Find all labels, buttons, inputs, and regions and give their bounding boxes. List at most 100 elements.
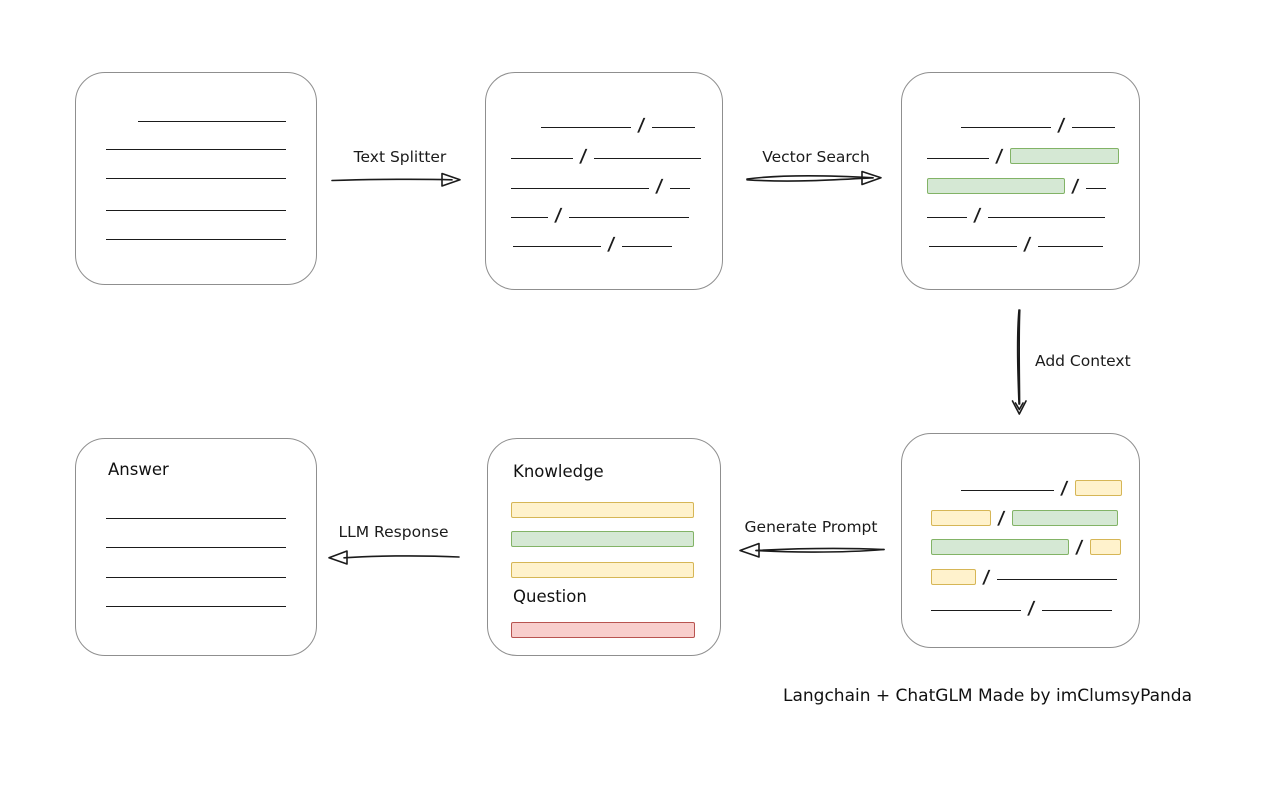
chunk-row: /	[513, 227, 672, 255]
slash-separator: /	[606, 234, 616, 255]
split-chunks-box: / / / / /	[485, 72, 723, 290]
chunk-row: Knowledge	[513, 461, 604, 481]
chunk-row	[106, 558, 286, 578]
chunk-row: /	[511, 169, 690, 197]
slash-separator: /	[981, 567, 991, 588]
text-line	[961, 490, 1054, 491]
text-line	[568, 217, 689, 218]
chunk-row: /	[961, 471, 1122, 499]
llm-response-arrow-label: LLM Response	[338, 523, 449, 541]
green-chunk-bar	[511, 531, 694, 547]
chunk-row	[106, 528, 286, 548]
yellow-chunk-bar	[511, 562, 694, 578]
text-line	[106, 577, 286, 578]
text-line	[927, 158, 989, 159]
text-line	[1041, 610, 1112, 611]
green-chunk-bar	[927, 178, 1065, 194]
text-line	[621, 246, 672, 247]
slash-separator: /	[1026, 598, 1036, 619]
context-chunks-box: / / / / /	[901, 433, 1140, 648]
text-line	[513, 246, 601, 247]
chunk-row	[106, 587, 286, 607]
text-splitter-arrow-label: Text Splitter	[353, 148, 447, 166]
chunk-row: /	[931, 530, 1121, 558]
green-chunk-bar	[1009, 148, 1119, 164]
chunk-row	[106, 191, 286, 211]
text-line	[929, 246, 1017, 247]
chunk-row: /	[541, 108, 695, 136]
slash-separator: /	[553, 205, 563, 226]
source-document-box	[75, 72, 317, 285]
chunk-row: /	[927, 139, 1119, 167]
text-line	[996, 579, 1117, 580]
chunk-row: /	[931, 591, 1112, 619]
llm-response-arrow-icon	[328, 550, 460, 565]
chunk-row	[511, 613, 695, 638]
chunk-row: /	[961, 108, 1115, 136]
chunk-row: /	[931, 501, 1118, 529]
answer-label: Answer	[108, 460, 169, 479]
chunk-row	[106, 499, 286, 519]
matched-chunks-box: /////	[901, 72, 1140, 290]
chunk-row: Answer	[108, 459, 169, 479]
yellow-chunk-bar	[511, 502, 694, 518]
text-line	[1037, 246, 1103, 247]
green-chunk-bar	[1011, 510, 1118, 526]
chunk-row: /	[511, 139, 701, 167]
slash-separator: /	[1059, 478, 1069, 499]
text-line	[961, 127, 1051, 128]
chunk-row	[138, 102, 286, 122]
slash-separator: /	[1070, 176, 1080, 197]
yellow-chunk-bar	[931, 569, 976, 585]
yellow-chunk-bar	[1089, 539, 1121, 555]
chunk-row: /	[929, 227, 1103, 255]
question-label: Question	[513, 587, 587, 606]
knowledge-label: Knowledge	[513, 462, 604, 481]
text-line	[593, 158, 701, 159]
text-line	[106, 606, 286, 607]
text-line	[106, 239, 286, 240]
vector-search-arrow-icon	[746, 170, 882, 186]
text-line	[1071, 127, 1115, 128]
text-line	[106, 178, 286, 179]
slash-separator: /	[654, 176, 664, 197]
text-line	[106, 210, 286, 211]
diagram-caption: Langchain + ChatGLM Made by imClumsyPand…	[783, 686, 1192, 706]
vector-search-arrow-label: Vector Search	[762, 148, 870, 166]
green-chunk-bar	[931, 539, 1069, 555]
chunk-row	[106, 130, 286, 150]
chunk-row	[511, 553, 694, 578]
slash-separator: /	[636, 115, 646, 136]
text-splitter-arrow-icon	[331, 172, 461, 187]
text-line	[541, 127, 631, 128]
chunk-row: /	[927, 198, 1105, 226]
slash-separator: /	[972, 205, 982, 226]
text-line	[106, 547, 286, 548]
red-chunk-bar	[511, 622, 695, 638]
chunk-row: /	[927, 169, 1106, 197]
chunk-row: Question	[513, 586, 587, 606]
slash-separator: /	[1074, 537, 1084, 558]
text-line	[669, 188, 690, 189]
chunk-row	[511, 493, 694, 518]
text-line	[651, 127, 695, 128]
slash-separator: /	[996, 508, 1006, 529]
slash-separator: /	[994, 146, 1004, 167]
text-line	[931, 610, 1021, 611]
text-line	[511, 217, 548, 218]
chunk-row: /	[511, 198, 689, 226]
add-context-arrow-icon	[1011, 309, 1027, 415]
yellow-chunk-bar	[931, 510, 991, 526]
chunk-row: /	[931, 560, 1117, 588]
add-context-arrow-label: Add Context	[1035, 352, 1131, 370]
chunk-row	[511, 522, 694, 547]
yellow-chunk-bar	[1074, 480, 1122, 496]
text-line	[511, 158, 573, 159]
text-line	[106, 518, 286, 519]
text-line	[987, 217, 1105, 218]
text-line	[511, 188, 649, 189]
generate-prompt-arrow-icon	[739, 542, 885, 558]
text-line	[138, 121, 286, 122]
chunk-row	[106, 220, 286, 240]
